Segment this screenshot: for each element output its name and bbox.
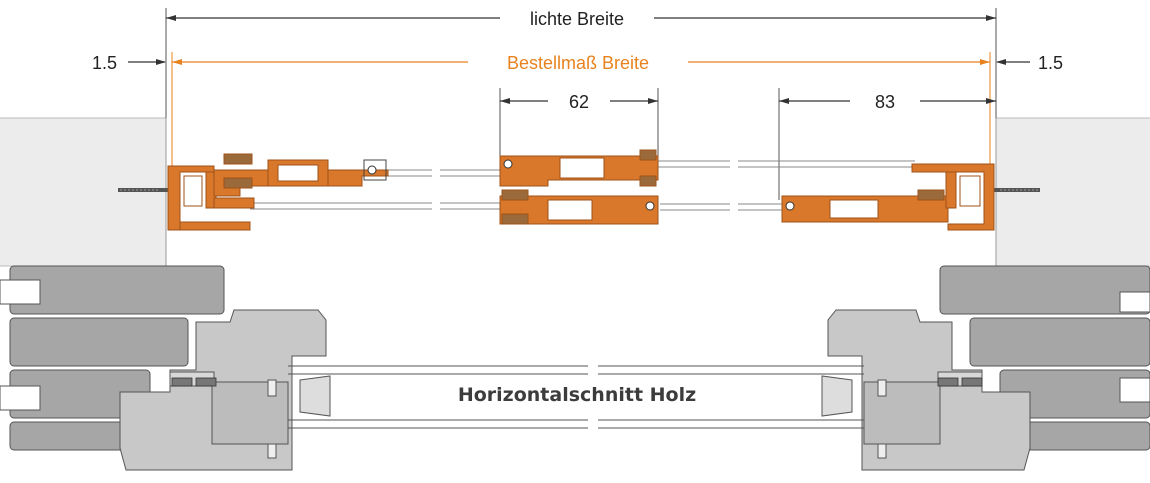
profile-left-frame (167, 165, 251, 231)
gap-left-label: 1.5 (92, 53, 117, 73)
dimension-62-label: 62 (569, 92, 589, 112)
seal-right (937, 377, 983, 387)
masonry-left (0, 265, 225, 451)
section-caption: Horizontalschnitt Holz (458, 384, 696, 406)
seal-left (171, 377, 217, 387)
profile-middle-bottom (499, 189, 659, 225)
extension-lines (165, 8, 997, 200)
dimension-62: 62 (500, 92, 658, 112)
gap-left-dimension: 1.5 (92, 53, 166, 73)
profile-middle-top (499, 149, 659, 187)
profile-right-frame (911, 163, 995, 231)
gap-right-label: 1.5 (1038, 53, 1063, 73)
profile-left-rail (213, 197, 255, 209)
glazing-unit (288, 365, 864, 429)
clear-width-label: lichte Breite (530, 9, 624, 29)
profile-left-sash (213, 153, 389, 197)
dimension-83: 83 (779, 92, 996, 112)
dimension-83-label: 83 (875, 92, 895, 112)
clear-width-dimension: lichte Breite (166, 9, 996, 29)
gap-right-dimension: 1.5 (996, 53, 1063, 73)
order-width-dimension: Bestellmaß Breite (172, 53, 990, 73)
order-width-label: Bestellmaß Breite (507, 53, 649, 73)
profile-right-sash (781, 189, 949, 223)
masonry-right (939, 265, 1150, 451)
